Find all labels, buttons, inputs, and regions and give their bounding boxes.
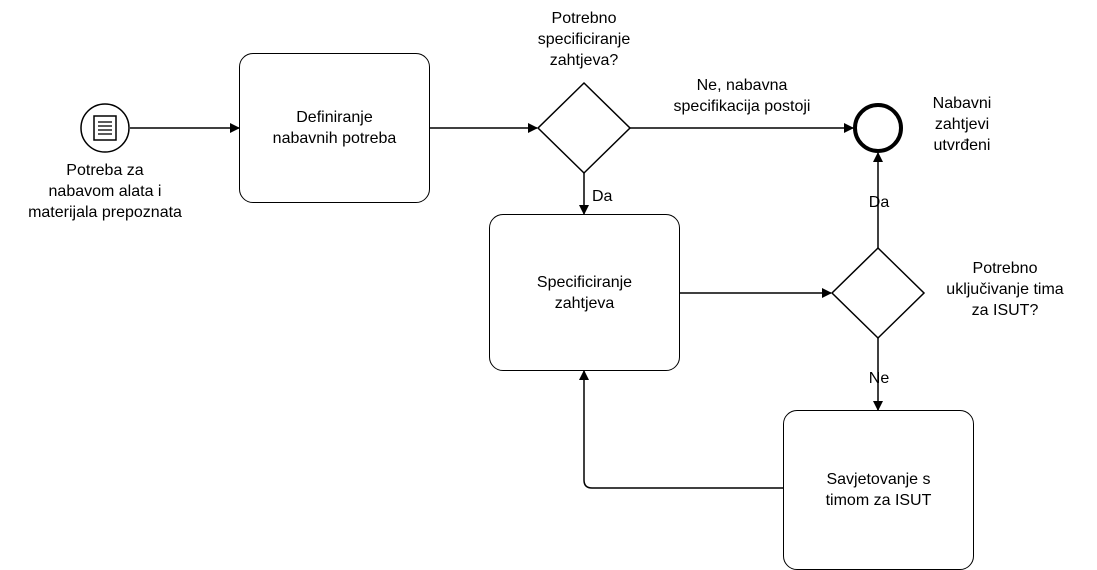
message-event-icon [93, 115, 117, 141]
gateway-team-involvement-needed-label: Potrebno uključivanje tima za ISUT? [946, 260, 1064, 319]
start-event-label: Potreba za nabavom alata i materijala pr… [28, 162, 182, 221]
gateway-specification-needed-label: Potrebno specificiranje zahtjeva? [537, 10, 631, 69]
task-specify-requirements[interactable]: Specificiranje zahtjeva [489, 214, 680, 371]
gateway-team-involvement-needed[interactable] [830, 246, 926, 340]
task-define-needs[interactable]: Definiranje nabavnih potreba [239, 53, 430, 203]
flow-consult-to-specify [579, 370, 783, 489]
start-event[interactable] [80, 103, 130, 153]
gateway-specification-needed[interactable] [536, 81, 632, 175]
end-event[interactable] [853, 103, 903, 153]
end-event-label: Nabavni zahtjevi utvrđeni [932, 95, 992, 154]
task-specify-requirements-label: Specificiranje zahtjeva [536, 273, 633, 312]
task-define-needs-label: Definiranje nabavnih potreba [272, 109, 397, 147]
task-consult-team[interactable]: Savjetovanje s timom za ISUT [783, 410, 974, 570]
flow-gateway2-no-label: Ne [868, 370, 890, 387]
flow-gateway2-yes-label: Da [868, 194, 890, 211]
flow-gateway1-no-label: Ne, nabavna specifikacija postoji [673, 77, 811, 115]
task-consult-team-label: Savjetovanje s timom za ISUT [825, 471, 932, 509]
flow-gateway1-yes-label: Da [592, 188, 613, 205]
